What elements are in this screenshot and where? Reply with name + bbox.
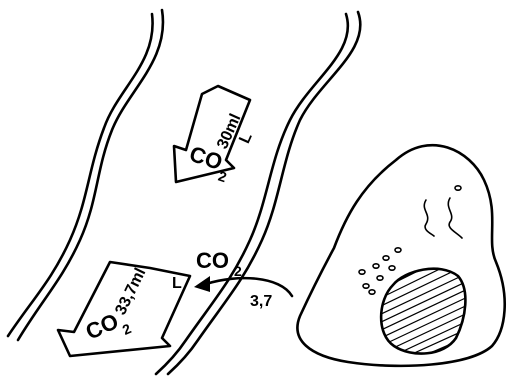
exchange-gas-subscript: 2 xyxy=(234,263,242,279)
lower-concentration-unit: L xyxy=(172,275,182,292)
exchange-gas-label: CO 2 xyxy=(196,248,242,279)
tissue-cell xyxy=(297,145,504,366)
exchange-value: 3,7 xyxy=(250,293,272,310)
exchange-gas-text: CO xyxy=(196,248,229,273)
exchange-arrow xyxy=(194,276,292,296)
cell-bubbles xyxy=(359,186,461,294)
upper-concentration-unit: L xyxy=(236,130,256,146)
lower-gas-text: CO xyxy=(82,308,122,344)
lower-gas-subscript: 2 xyxy=(120,320,134,338)
lower-concentration-value: 33,7ml xyxy=(112,266,149,318)
vessel-wall-right xyxy=(156,12,360,374)
cell-squiggles xyxy=(424,198,462,238)
lower-concentration-label: 33,7ml xyxy=(112,266,149,318)
